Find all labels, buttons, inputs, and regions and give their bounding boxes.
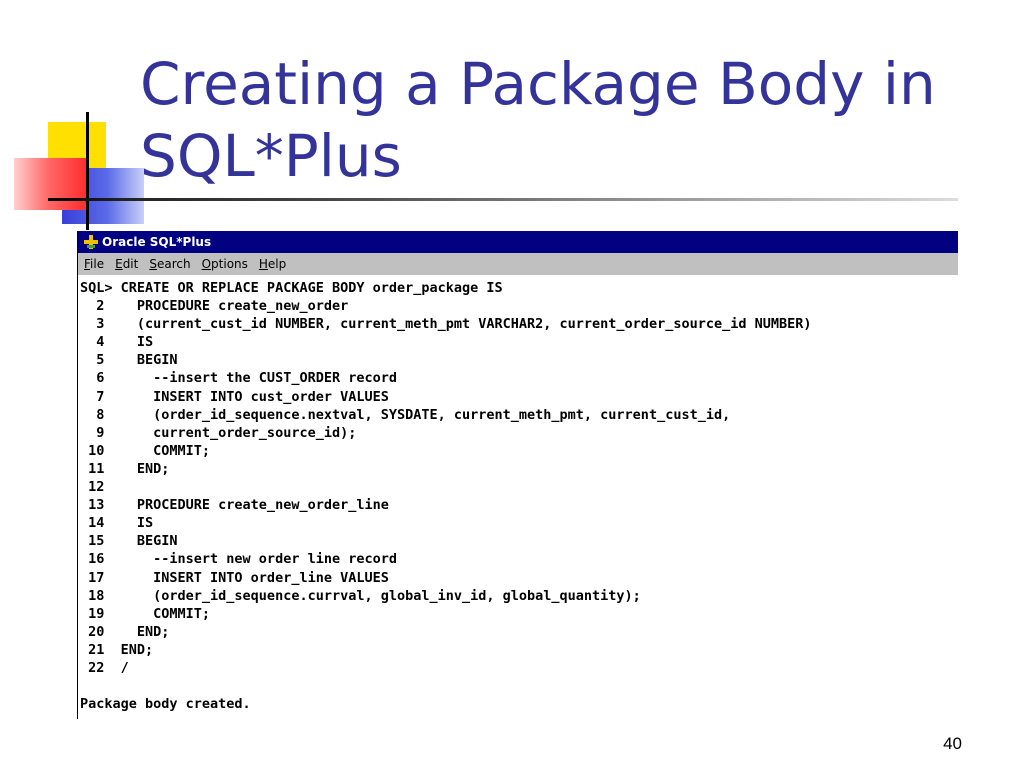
console-line: 21 END;	[80, 641, 154, 658]
console-line: 16 --insert new order line record	[80, 551, 397, 568]
menu-search[interactable]: Search	[149, 257, 191, 271]
console-line	[80, 677, 958, 695]
window-title: Oracle SQL*Plus	[102, 235, 212, 249]
console-line: 18 (order_id_sequence.currval, global_in…	[80, 587, 641, 604]
console-line: 4 IS	[80, 334, 154, 351]
console-line: 8 (order_id_sequence.nextval, SYSDATE, c…	[80, 406, 731, 423]
console-line: SQL> CREATE OR REPLACE PACKAGE BODY orde…	[80, 280, 503, 296]
page-number: 40	[943, 734, 962, 753]
title-divider	[48, 198, 958, 201]
menu-file[interactable]: File	[84, 257, 105, 271]
console-line: 20 END;	[80, 623, 170, 640]
console-line: Package body created.	[80, 696, 251, 713]
console-line: 15 BEGIN	[80, 533, 178, 550]
slide-title: Creating a Package Body in SQL*Plus	[140, 48, 1000, 192]
menu-options[interactable]: Options	[201, 257, 248, 271]
menu-bar: File Edit Search Options Help	[78, 253, 958, 275]
console-line: 3 (current_cust_id NUMBER, current_meth_…	[80, 316, 812, 333]
console-line: 9 current_order_source_id);	[80, 424, 357, 441]
menu-help[interactable]: Help	[258, 257, 287, 271]
decor-vertical-line	[86, 112, 89, 230]
window-titlebar[interactable]: Oracle SQL*Plus	[78, 231, 958, 253]
console-line: 5 BEGIN	[80, 352, 178, 369]
sqlplus-window: Oracle SQL*Plus File Edit Search Options Hel…	[77, 231, 958, 719]
oracle-app-icon	[84, 235, 98, 249]
console-line: 17 INSERT INTO order_line VALUES	[80, 569, 389, 586]
console-line: 12	[80, 479, 105, 496]
console-line: 10 COMMIT;	[80, 442, 211, 459]
console-line: 6 --insert the CUST_ORDER record	[80, 370, 397, 387]
slide-title-line2: SQL*Plus	[140, 122, 402, 190]
console-line: 11 END;	[80, 460, 170, 477]
console-line: 7 INSERT INTO cust_order VALUES	[80, 388, 389, 405]
console-line: 2 PROCEDURE create_new_order	[80, 298, 349, 315]
slide-title-line1: Creating a Package Body in	[140, 50, 936, 118]
decor-red-square	[14, 158, 88, 210]
console-line: 14 IS	[80, 515, 154, 532]
menu-edit[interactable]: Edit	[115, 257, 139, 271]
console-line: 19 COMMIT;	[80, 605, 211, 622]
sql-console[interactable]: SQL> CREATE OR REPLACE PACKAGE BODY orde…	[78, 275, 958, 713]
console-line: 22 /	[80, 659, 129, 676]
console-line: 13 PROCEDURE create_new_order_line	[80, 497, 389, 514]
